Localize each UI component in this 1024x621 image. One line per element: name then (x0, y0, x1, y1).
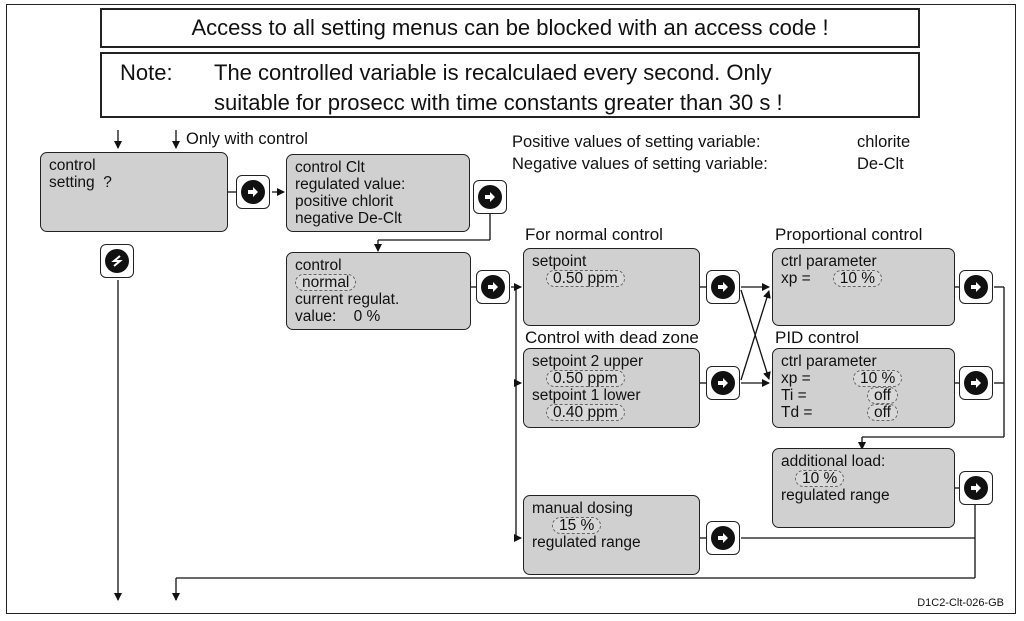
control-mode-value: normal (295, 274, 357, 291)
additional-load-range: regulated range (781, 487, 890, 504)
proportional-control-display: ctrl parameter xp = 10 % (772, 248, 955, 326)
manual-dosing-range: regulated range (532, 534, 641, 551)
header-dead-zone-control: Control with dead zone (525, 328, 699, 347)
pid-ti-label: Ti = (781, 387, 807, 404)
note-line-1: The controlled variable is recalculaed e… (214, 60, 772, 85)
additional-load-value: 10 % (795, 470, 845, 487)
control-clt-line-2: regulated value: (295, 176, 406, 193)
enter-button-additional-load[interactable] (959, 471, 993, 505)
enter-icon (241, 180, 265, 204)
pid-ti-value: off (867, 387, 898, 404)
pid-control-display: ctrl parameter xp = 10 % Ti = off Td = off (772, 348, 955, 428)
pid-td-value: off (867, 404, 898, 421)
enter-button-control-mode[interactable] (476, 270, 510, 304)
header-pid-control: PID control (775, 328, 860, 347)
diagram-frame (6, 4, 1016, 614)
only-with-control-note: Only with control (186, 130, 308, 148)
note-banner: Note: The controlled variable is recalcu… (100, 52, 920, 118)
control-setting-display: control setting ? (40, 152, 228, 232)
dead-zone-lower-value: 0.40 ppm (546, 404, 625, 421)
enter-icon (964, 371, 988, 395)
negative-values-value: De-Clt (857, 155, 904, 173)
positive-values-value: chlorite (857, 133, 911, 151)
enter-button-pid[interactable] (959, 366, 993, 400)
normal-setpoint-value: 0.50 ppm (546, 270, 625, 287)
dead-zone-upper-label: setpoint 2 upper (532, 353, 644, 370)
escape-icon (105, 249, 129, 273)
normal-setpoint-label: setpoint (532, 253, 587, 270)
control-mode-line-3: current regulat. (295, 291, 400, 308)
enter-icon (478, 185, 502, 209)
pid-xp-label: xp = (781, 370, 811, 387)
header-normal-control: For normal control (525, 225, 663, 244)
enter-button-control-clt[interactable] (473, 180, 507, 214)
escape-button[interactable] (100, 244, 134, 278)
dead-zone-upper-value: 0.50 ppm (546, 370, 625, 387)
dead-zone-display: setpoint 2 upper 0.50 ppm setpoint 1 low… (523, 348, 700, 428)
control-mode-line-1: control (295, 257, 342, 274)
enter-button-control-setting[interactable] (236, 175, 270, 209)
proportional-xp-label: xp = (781, 270, 811, 287)
control-mode-display: control normal current regulat. value: 0… (286, 252, 471, 330)
enter-button-manual[interactable] (706, 521, 740, 555)
enter-button-normal[interactable] (706, 270, 740, 304)
control-clt-line-1: control Clt (295, 159, 365, 176)
manual-dosing-label: manual dosing (532, 500, 633, 517)
header-proportional-control: Proportional control (775, 225, 923, 244)
note-line-2: suitable for prosecc with time constants… (214, 90, 783, 115)
access-code-banner: Access to all setting menus can be block… (100, 8, 920, 48)
note-label: Note: (120, 60, 173, 85)
negative-values-label: Negative values of setting variable: (512, 155, 768, 173)
normal-control-display: setpoint 0.50 ppm (523, 248, 700, 326)
pid-xp-value: 10 % (853, 370, 903, 387)
enter-button-proportional[interactable] (959, 270, 993, 304)
access-code-text: Access to all setting menus can be block… (191, 15, 829, 40)
enter-button-dead-zone[interactable] (706, 366, 740, 400)
enter-icon (711, 275, 735, 299)
manual-dosing-value: 15 % (552, 517, 602, 534)
enter-icon (964, 275, 988, 299)
enter-icon (711, 371, 735, 395)
additional-load-display: additional load: 10 % regulated range (772, 448, 955, 528)
additional-load-label: additional load: (781, 453, 886, 470)
dead-zone-lower-label: setpoint 1 lower (532, 387, 641, 404)
pid-param-label: ctrl parameter (781, 353, 877, 370)
control-setting-line-1: control (49, 157, 96, 174)
proportional-param-label: ctrl parameter (781, 253, 877, 270)
control-clt-display: control Clt regulated value: positive ch… (286, 154, 470, 232)
control-setting-line-2: setting ? (49, 174, 112, 191)
enter-icon (481, 275, 505, 299)
control-clt-line-4: negative De-Clt (295, 210, 402, 227)
proportional-xp-value: 10 % (832, 270, 883, 287)
control-mode-line-4: value: 0 % (295, 308, 381, 325)
pid-td-label: Td = (781, 404, 813, 421)
manual-dosing-display: manual dosing 15 % regulated range (523, 495, 700, 575)
enter-icon (711, 526, 735, 550)
control-clt-line-3: positive chlorit (295, 193, 394, 210)
figure-code: D1C2-Clt-026-GB (917, 597, 1004, 609)
enter-icon (964, 476, 988, 500)
positive-values-label: Positive values of setting variable: (512, 133, 761, 151)
